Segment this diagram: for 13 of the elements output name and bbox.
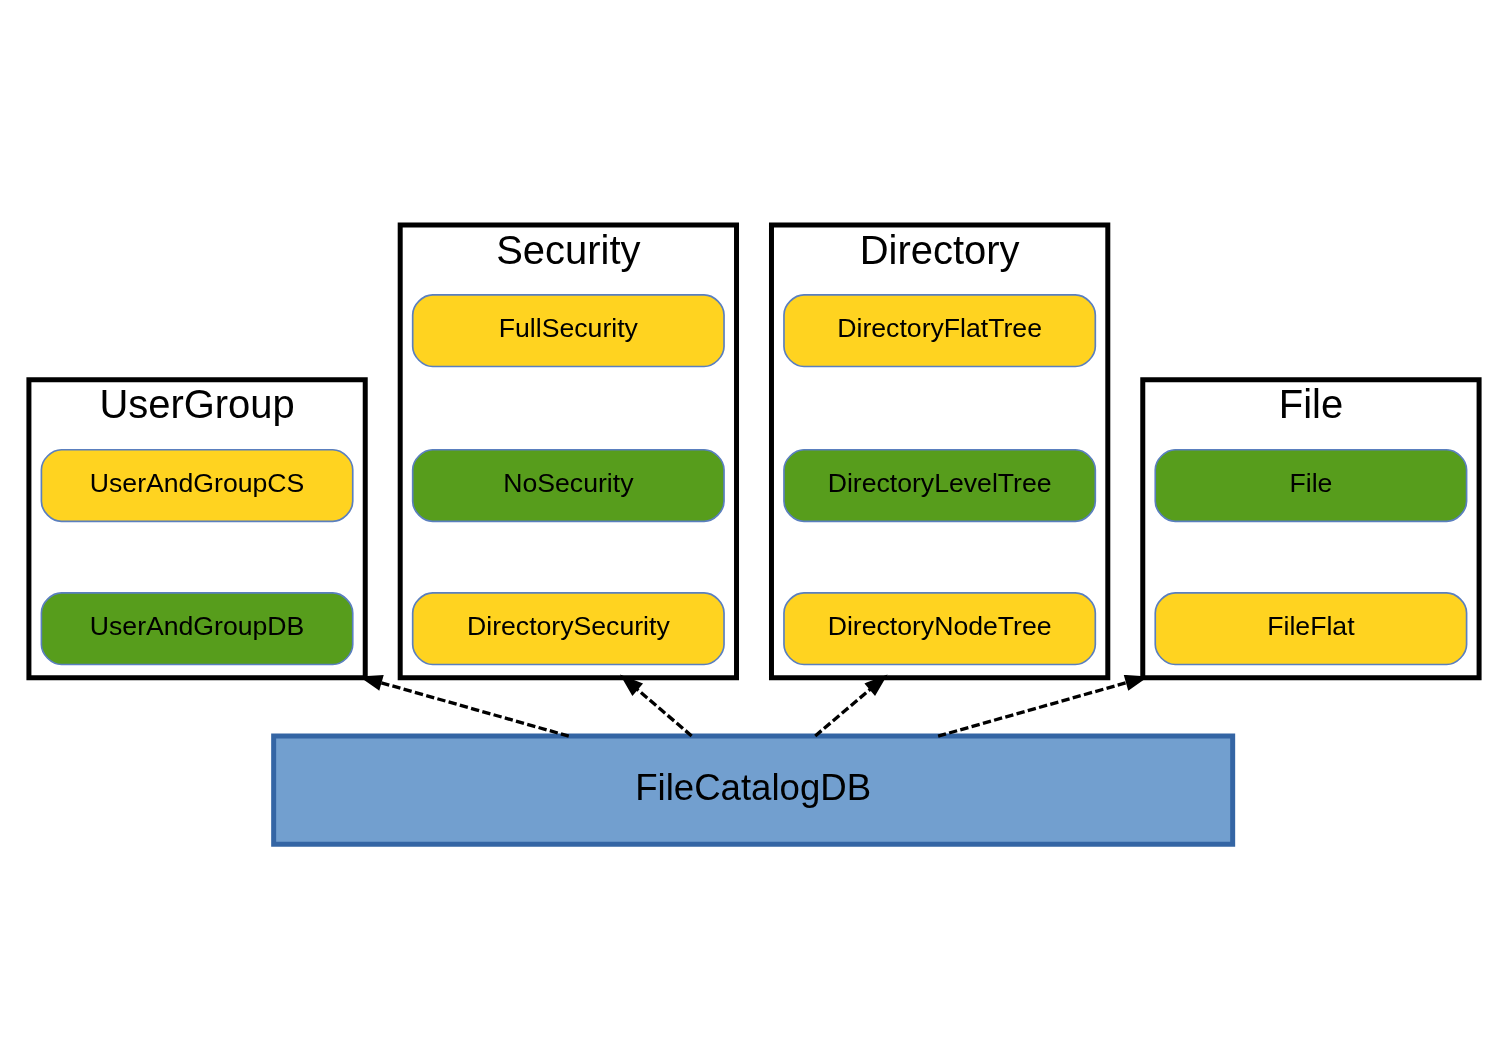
node-box: DirectorySecurity xyxy=(411,592,725,666)
node-box: DirectoryFlatTree xyxy=(783,294,1097,368)
node-box: FileCatalogDB xyxy=(271,733,1236,847)
node-box: DirectoryNodeTree xyxy=(783,592,1097,666)
node-box: NoSecurity xyxy=(411,448,725,523)
node-box: DirectoryLevelTree xyxy=(783,448,1097,523)
arrow xyxy=(814,674,888,738)
node-box: UserAndGroupDB xyxy=(40,592,354,666)
node-box: File xyxy=(1154,448,1468,523)
node-box: UserAndGroupCS xyxy=(40,448,354,523)
node-box: FileFlat xyxy=(1154,592,1468,666)
node-box: FullSecurity xyxy=(411,294,725,368)
arrow xyxy=(619,674,693,738)
